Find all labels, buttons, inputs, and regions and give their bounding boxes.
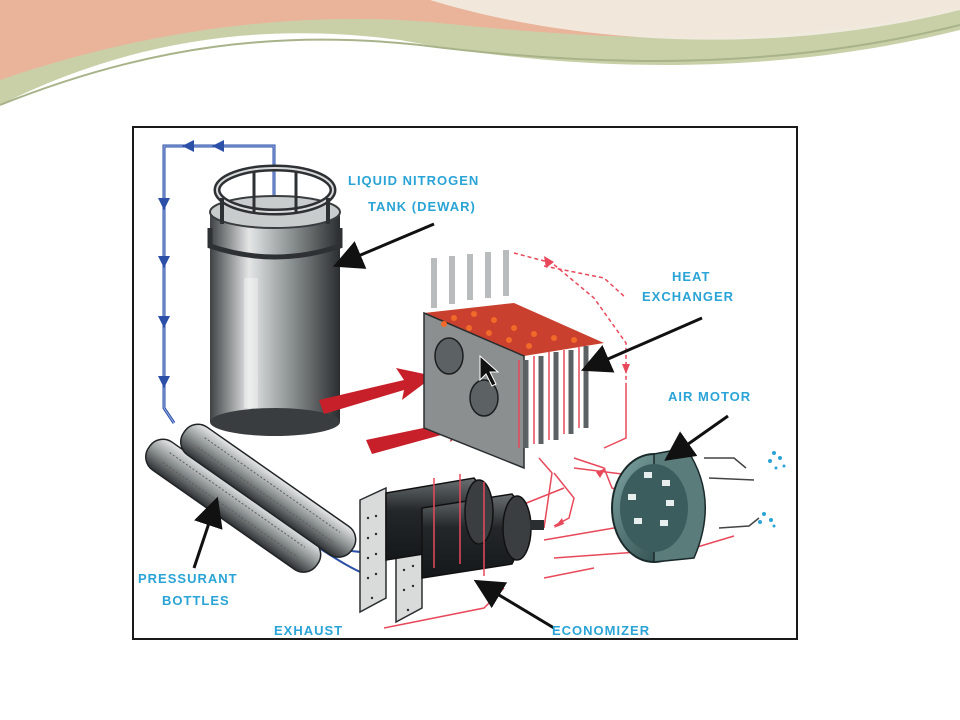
air-flow-arrow-icon [319,368,434,414]
pressurant-bottles [145,423,357,573]
cursor-pointer-icon [479,354,500,387]
banner-white-swoosh [430,0,960,40]
flow-arrow-icon [158,316,170,328]
nitrogen-tank [207,164,343,436]
economizer [359,474,544,624]
flow-arrow-icon [158,376,170,388]
economizer-label: ECONOMIZER [552,623,651,638]
exhaust-puff-icon [758,512,776,528]
flow-arrow-icon [212,140,224,152]
flow-arrow-icon [158,256,170,268]
exhaust-puff-icon [768,451,786,470]
flow-arrow-icon [544,256,554,268]
heated-gas-flow-arrows [544,256,630,528]
flow-arrow-icon [622,364,630,374]
label-pointers [192,222,729,630]
flow-arrow-icon [158,198,170,210]
flow-arrow-icon [554,518,564,528]
heat-exchanger [423,250,604,470]
heat-exchanger-label-line2: EXCHANGER [642,289,735,304]
tank-pointer-arrow [332,222,435,269]
flow-arrow-icon [596,468,606,478]
nitrogen-engine-diagram: LIQUID NITROGEN TANK (DEWAR) HEAT EXCHAN… [132,126,798,640]
flow-arrow-icon [182,140,194,152]
heat-exchanger-label-line1: HEAT [672,269,711,284]
air-motor [611,447,786,563]
bottles-pointer-arrow [192,496,223,569]
air-motor-label: AIR MOTOR [668,389,752,404]
tank-label-line1: LIQUID NITROGEN [348,173,480,188]
exhaust-label: EXHAUST [274,623,344,638]
economizer-pointer-arrow [473,579,555,630]
heat-exchanger-pointer-arrow [581,316,703,373]
banner-line [0,24,960,106]
bottles-label-line2: BOTTLES [162,593,230,608]
bottles-label-line1: PRESSURANT [138,571,238,586]
diagram-graphics [145,140,786,630]
slide-header-banner [0,0,960,106]
air-motor-pointer-arrow [664,414,729,461]
tank-label-line2: TANK (DEWAR) [368,199,476,214]
